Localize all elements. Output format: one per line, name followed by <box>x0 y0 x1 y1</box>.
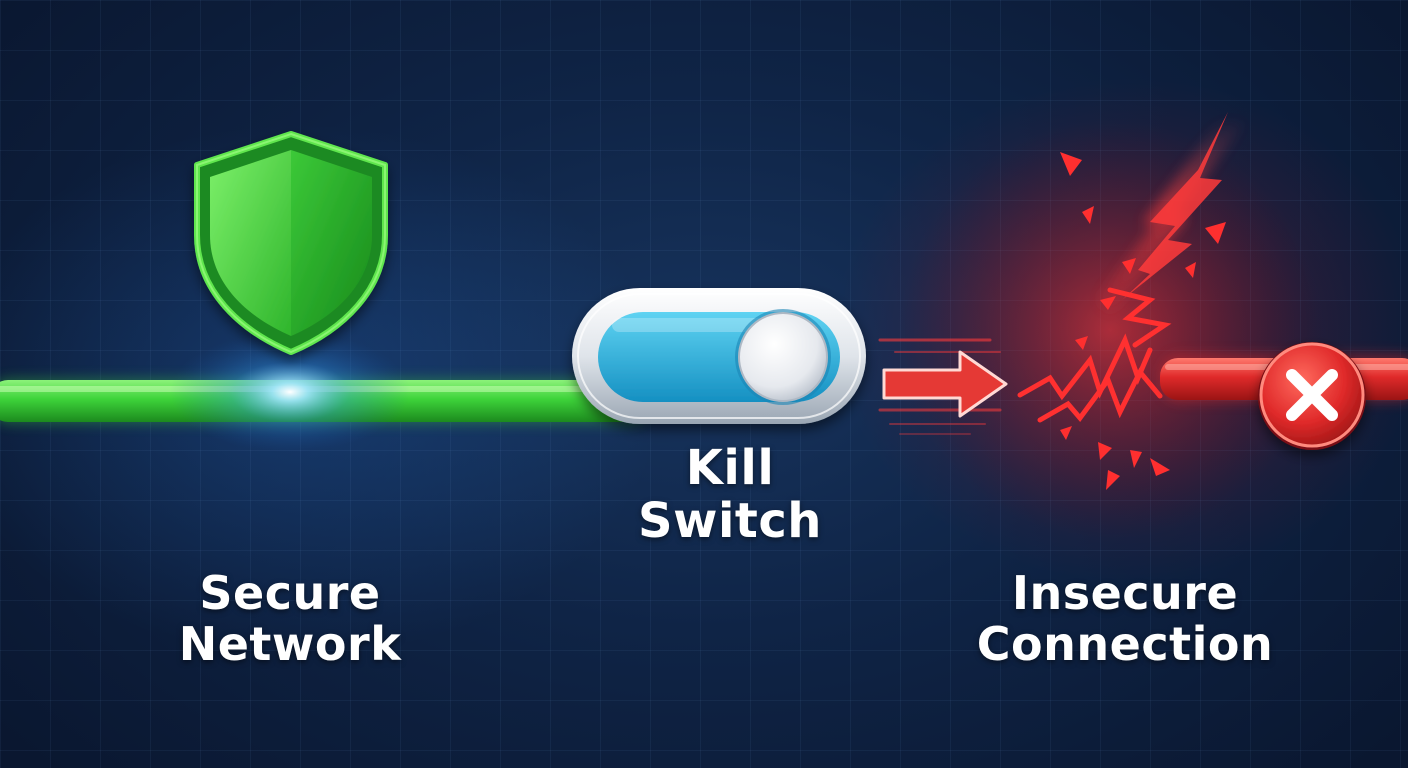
toggle-knob <box>738 312 828 402</box>
arrow-right-icon <box>882 350 1008 418</box>
secure-network-label-line2: Network <box>178 616 402 671</box>
kill-switch-label-line1: Kill <box>685 440 775 496</box>
lightning-bolt-icon <box>1099 107 1246 311</box>
kill-switch-label: Kill Switch <box>580 442 880 548</box>
break-crack <box>1017 287 1172 423</box>
danger-glow <box>900 120 1320 540</box>
close-icon <box>1258 342 1366 450</box>
shield-icon <box>194 131 388 355</box>
connection-glow <box>170 332 410 452</box>
secure-network-label: Secure Network <box>130 568 450 669</box>
secure-network-label-line1: Secure <box>199 566 381 620</box>
insecure-connection-label: Insecure Connection <box>940 568 1310 669</box>
motion-lines <box>878 338 1002 435</box>
kill-switch-label-line2: Switch <box>638 492 822 549</box>
shards <box>1060 152 1226 490</box>
insecure-connection-label-line1: Insecure <box>1011 566 1239 620</box>
insecure-connection-label-line2: Connection <box>976 616 1274 671</box>
kill-switch-toggle[interactable] <box>572 288 866 424</box>
